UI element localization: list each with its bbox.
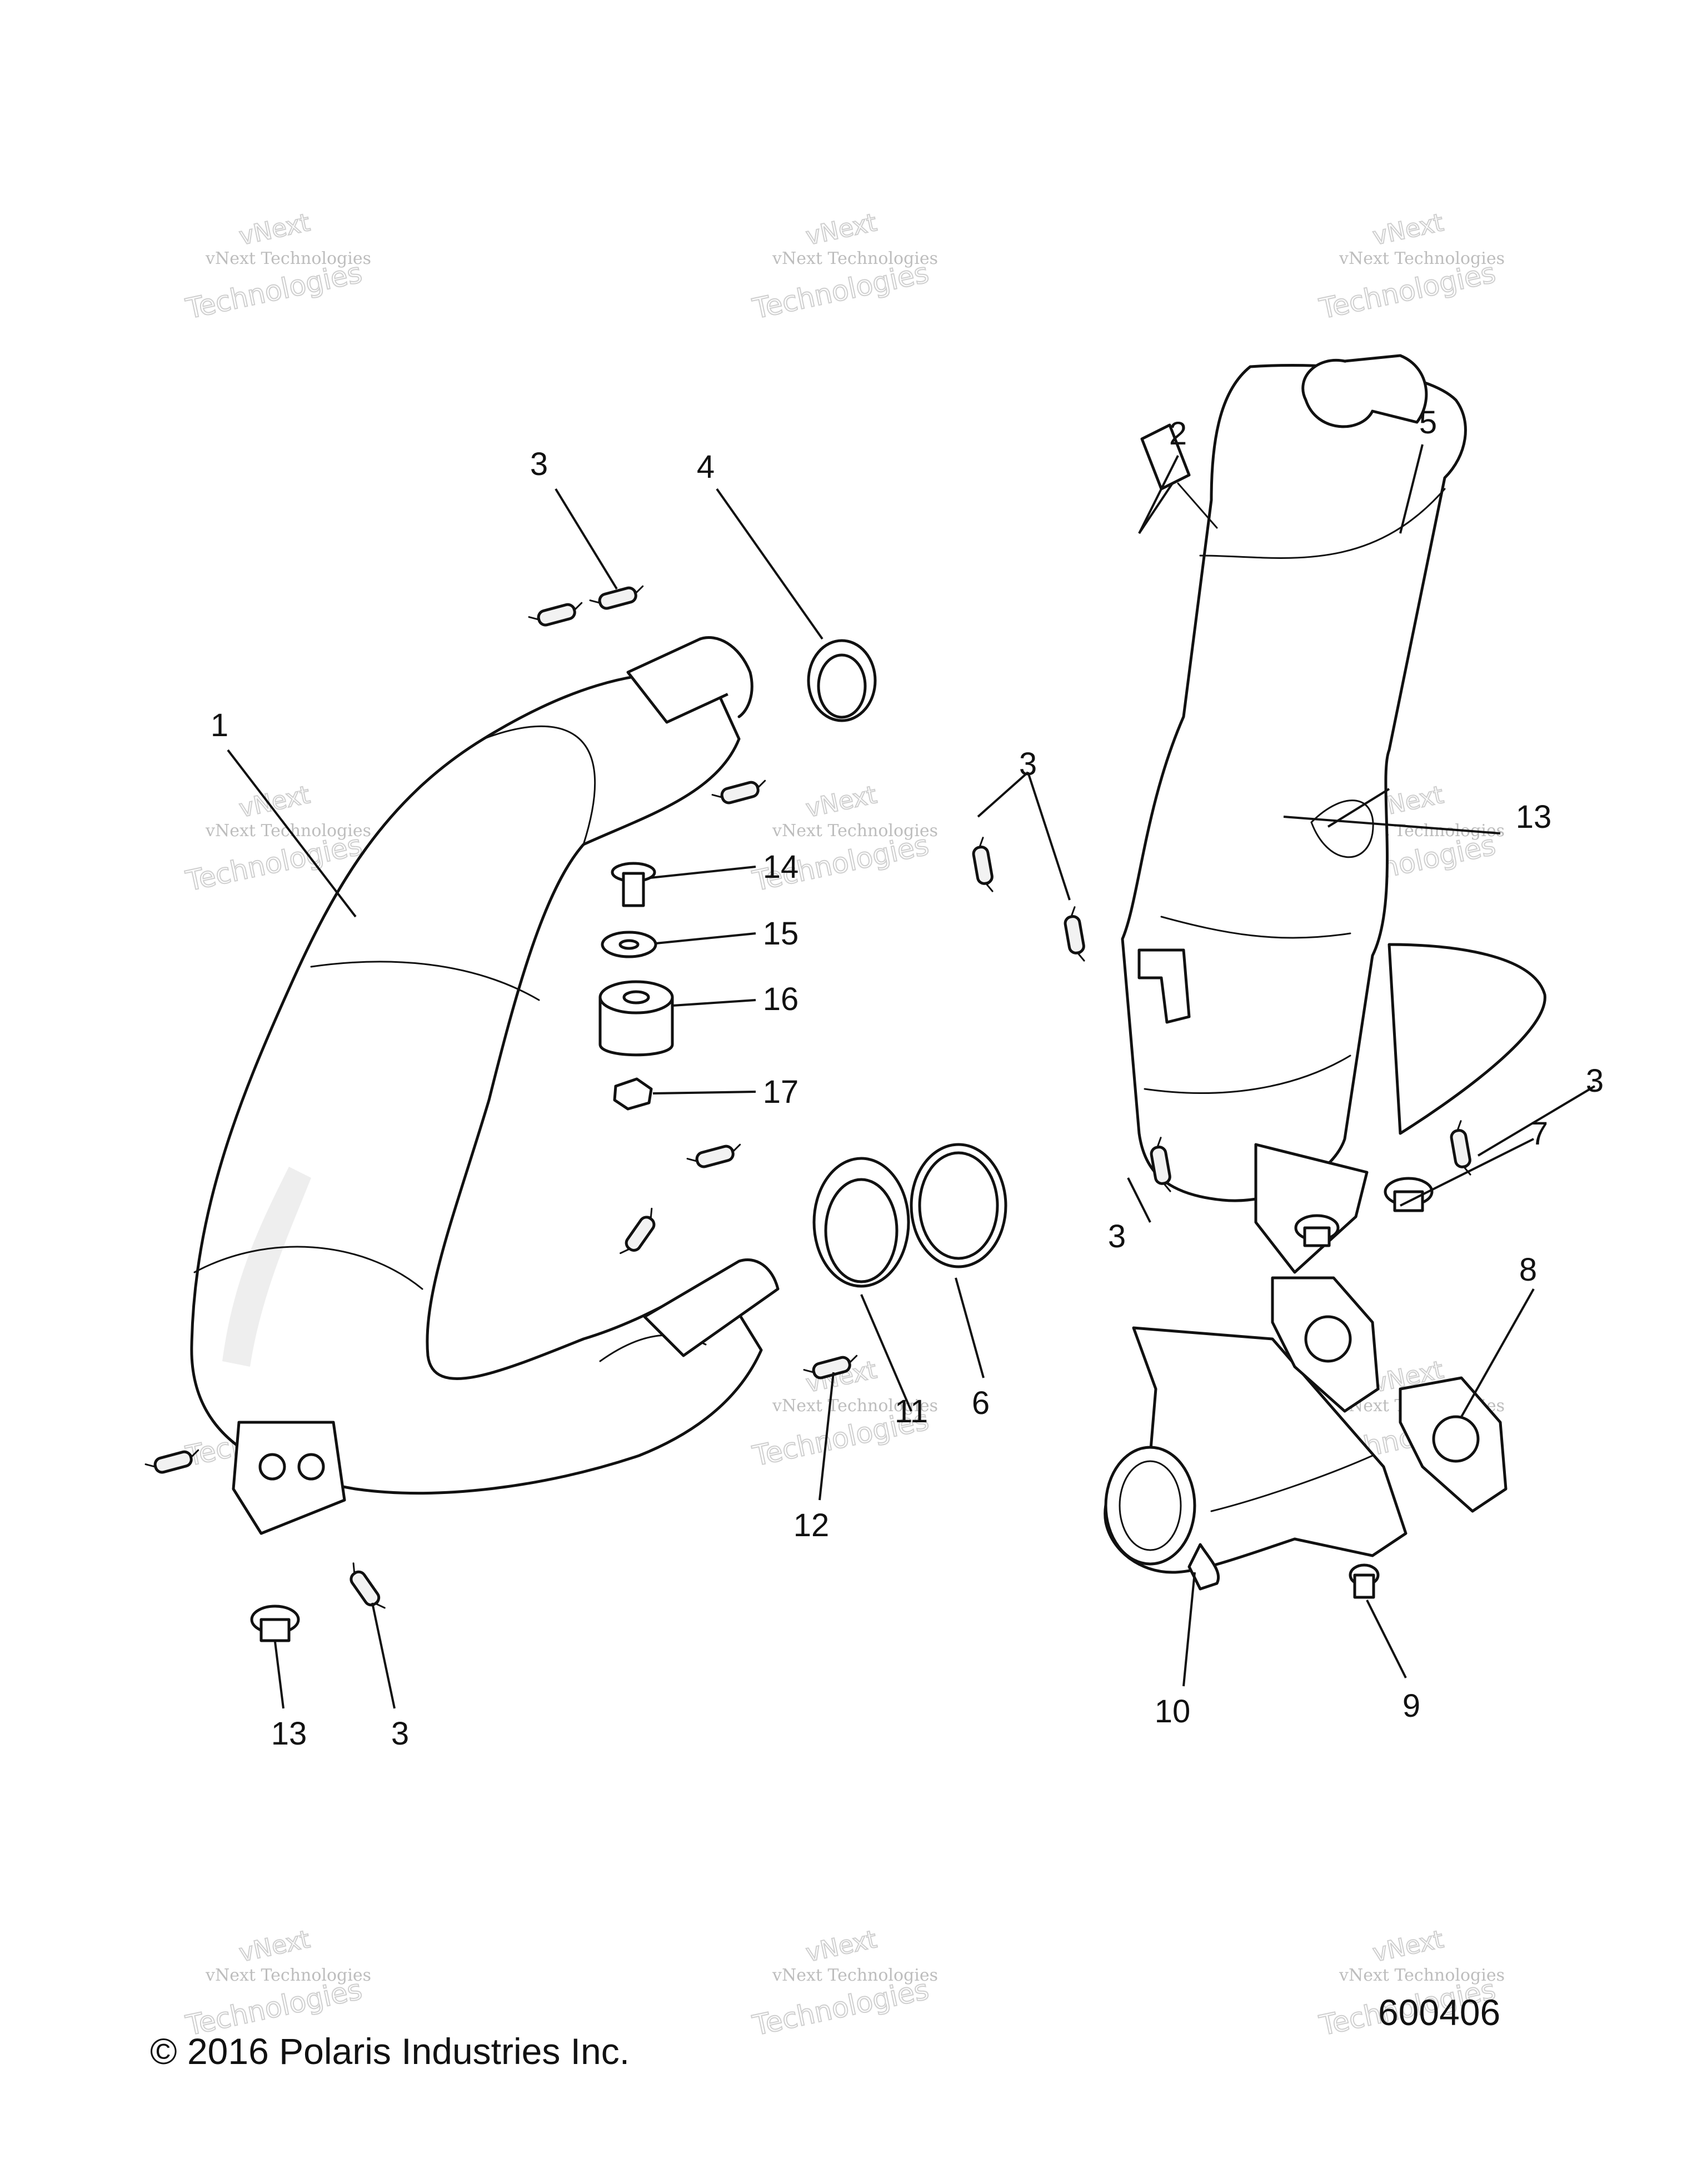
svg-text:vNext Technologies: vNext Technologies [1339,1966,1505,1985]
seal-ring-part [807,639,877,722]
callout-17: 17 [763,1074,799,1110]
spring-part [971,837,995,893]
svg-text:vNext Technologies: vNext Technologies [205,1966,371,1985]
sensor-part [1140,423,1218,529]
svg-text:vNext: vNext [803,1925,879,1968]
spring-part [528,601,585,628]
callout-3: 3 [530,446,548,482]
callout-12: 12 [793,1507,830,1543]
figure-number: 600406 [1378,1992,1500,2033]
spring-part [618,1207,662,1260]
callout-15: 15 [763,916,799,952]
spring-part [590,584,646,612]
washer-part [601,931,657,958]
svg-text:vNext: vNext [237,781,312,823]
callout-6: 6 [972,1385,990,1421]
svg-text:vNext Technologies: vNext Technologies [772,1966,938,1985]
svg-text:vNext: vNext [803,208,879,251]
callout-10: 10 [1155,1693,1191,1730]
copyright-notice: © 2016 Polaris Industries Inc. [150,2031,630,2072]
bushing-part [598,980,674,1057]
spring-part [687,1142,743,1170]
callout-8: 8 [1519,1252,1537,1288]
callout-9: 9 [1402,1688,1420,1724]
muffler-part [1121,354,1546,1274]
spring-part [1449,1121,1473,1177]
leader-lines [227,444,1596,1709]
callout-13: 13 [271,1716,307,1752]
callout-3: 3 [1108,1218,1126,1255]
svg-text:vNext Technologies: vNext Technologies [772,1396,938,1416]
callout-4: 4 [697,449,715,485]
callout-2: 2 [1169,416,1187,452]
svg-text:vNext: vNext [237,1925,312,1968]
svg-text:vNext: vNext [1370,208,1446,251]
callout-1: 1 [211,707,228,743]
svg-text:vNext: vNext [1370,1925,1446,1968]
callout-labels: 1 2 3 3 3 3 3 4 5 6 7 8 9 10 11 12 13 13… [211,404,1604,1752]
callout-7: 7 [1530,1116,1548,1152]
svg-text:vNext Technologies: vNext Technologies [205,821,371,841]
svg-text:vNext: vNext [803,781,879,823]
callout-3: 3 [1019,746,1037,782]
svg-text:vNext Technologies: vNext Technologies [772,249,938,268]
callout-3: 3 [391,1716,409,1752]
callout-5: 5 [1419,404,1437,441]
grommet-part [1294,1214,1340,1247]
callout-13: 13 [1516,799,1552,835]
svg-text:vNext Technologies: vNext Technologies [205,249,371,268]
exhaust-pipe-part [190,636,780,1535]
seal-ring-part [812,1157,910,1288]
spring-part [712,778,768,806]
bolt-part [611,862,656,907]
callout-14: 14 [763,849,799,885]
screw-part [1349,1563,1380,1599]
callout-3: 3 [1586,1063,1604,1099]
spring-part [1062,907,1086,963]
callout-16: 16 [763,981,799,1017]
grommet-part [1384,1177,1434,1212]
spring-part [343,1562,387,1615]
grommet-part [250,1605,300,1642]
gasket-ring-part [910,1143,1007,1268]
head-pipe-part [1104,1326,1407,1591]
gasket-plate-part [1271,1276,1508,1513]
svg-text:vNext: vNext [237,208,312,251]
nut-part [613,1077,653,1111]
svg-text:vNext Technologies: vNext Technologies [1339,249,1505,268]
callout-11: 11 [895,1393,928,1430]
svg-text:vNext Technologies: vNext Technologies [772,821,938,841]
